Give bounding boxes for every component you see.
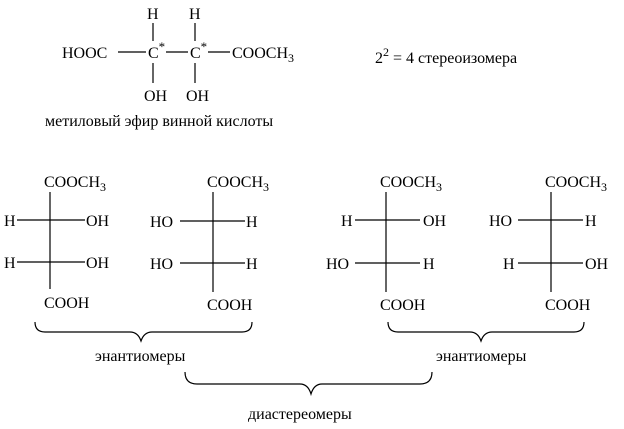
row1-left: HO: [150, 214, 173, 231]
row1-right: OH: [86, 213, 110, 230]
fischer-projection-4: COOCH3 HO H H OH COOH: [489, 174, 609, 314]
projection-bottom-group: COOH: [380, 297, 426, 314]
row2-left: HO: [326, 256, 349, 273]
row2-left: H: [503, 256, 515, 273]
formula-right-group: COOCH3: [232, 45, 294, 65]
structural-formula: HOOC C* C* COOCH3 H H OH OH метиловый эф…: [45, 6, 294, 130]
fischer-projection-3: COOCH3 H OH HO H COOH: [326, 174, 447, 314]
bottom-group-1: OH: [144, 88, 168, 105]
row2-right: OH: [86, 255, 110, 272]
row2-right: OH: [585, 256, 609, 273]
top-atom-2: H: [189, 6, 201, 23]
projection-top-group: COOCH3: [44, 174, 106, 194]
stereo-carbon-1: C*: [148, 39, 165, 62]
projection-top-group: COOCH3: [545, 174, 607, 194]
bottom-group-2: OH: [186, 88, 210, 105]
row2-left: HO: [150, 256, 173, 273]
row2-left: H: [4, 255, 16, 272]
enantiomers-bracket-1: [34, 321, 253, 343]
projection-top-group: COOCH3: [207, 174, 269, 194]
row1-right: H: [246, 214, 258, 231]
formula-left-group: HOOC: [62, 45, 107, 62]
enantiomers-label-2: энантиомеры: [436, 348, 527, 365]
row1-left: H: [4, 213, 16, 230]
diastereomers-label: диастереомеры: [248, 406, 352, 423]
row1-left: HO: [489, 213, 512, 230]
stereoisomer-count: 22 = 4 стереоизомера: [375, 45, 517, 67]
fischer-projection-1: COOCH3 H OH H OH COOH: [4, 174, 110, 312]
diastereomers-bracket: [184, 371, 433, 397]
top-atom-1: H: [147, 6, 159, 23]
formula-caption: метиловый эфир винной кислоты: [45, 113, 273, 130]
row1-right: H: [585, 213, 597, 230]
row1-right: OH: [423, 213, 447, 230]
enantiomers-label-1: энантиомеры: [95, 348, 186, 365]
projection-bottom-group: COOH: [207, 297, 253, 314]
projection-bottom-group: COOH: [545, 297, 591, 314]
fischer-projection-2: COOCH3 HO H HO H COOH: [150, 174, 269, 314]
projection-bottom-group: COOH: [44, 295, 90, 312]
projection-top-group: COOCH3: [380, 174, 442, 194]
row1-left: H: [341, 213, 353, 230]
row2-right: H: [423, 256, 435, 273]
enantiomers-bracket-2: [387, 321, 585, 343]
stereo-carbon-2: C*: [190, 39, 207, 62]
row2-right: H: [246, 256, 258, 273]
